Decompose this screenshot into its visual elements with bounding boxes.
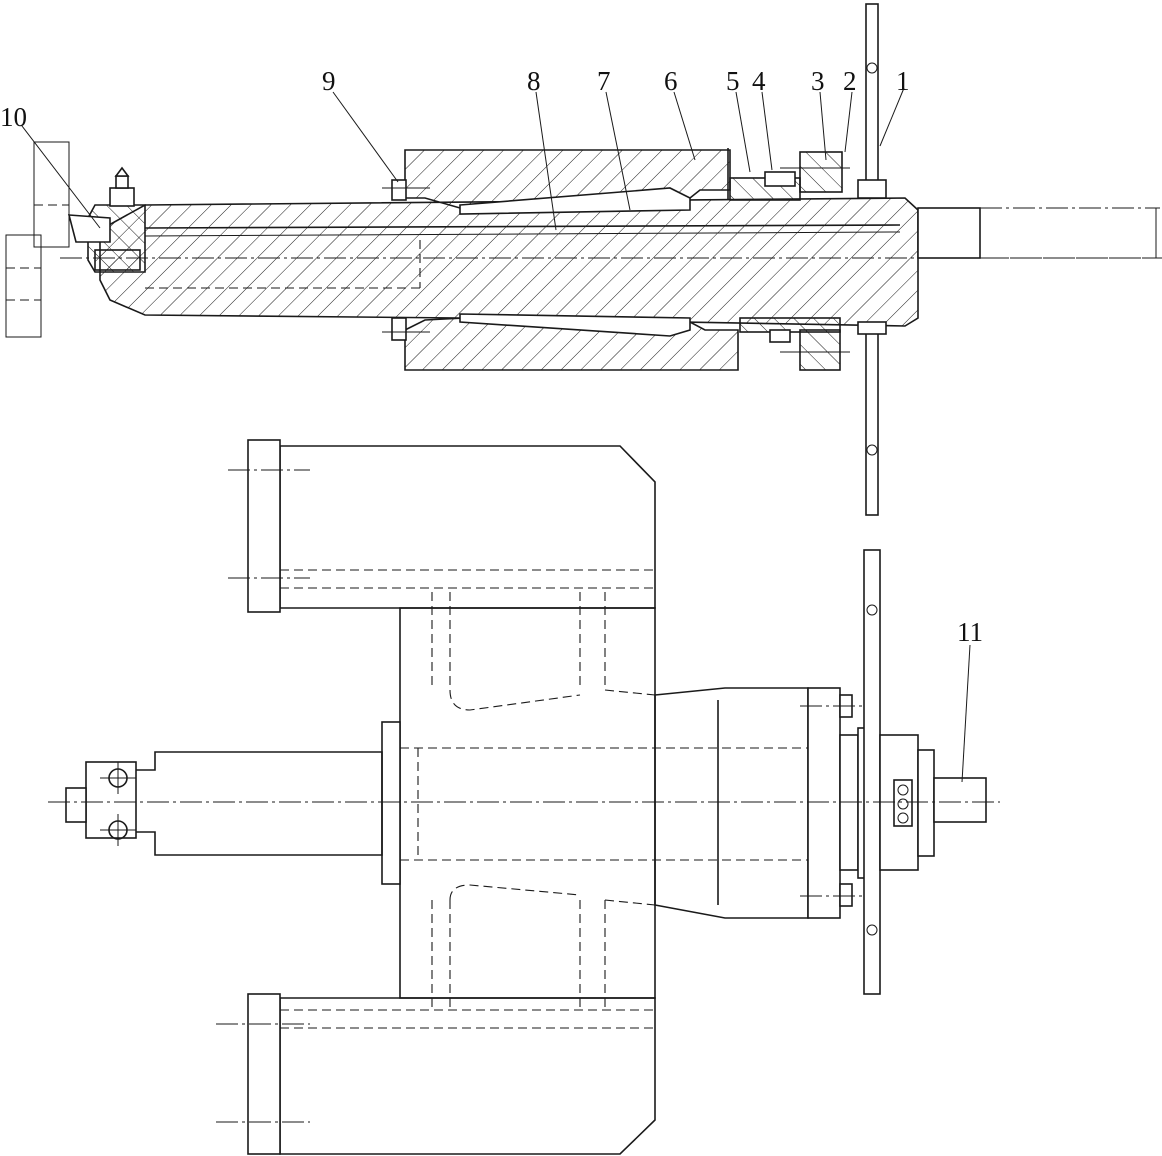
label-2: 2: [843, 66, 857, 96]
end-cap-lower: [799, 329, 841, 371]
bearing-cone: [654, 687, 809, 919]
upper-bracket: [279, 445, 656, 609]
output-shaft-right: [917, 207, 981, 259]
output-shaft: [933, 777, 987, 823]
label-9: 9: [322, 66, 336, 96]
label-10: 10: [0, 102, 27, 132]
label-6: 6: [664, 66, 678, 96]
plan-view: [48, 439, 1000, 1155]
label-11: 11: [957, 617, 983, 647]
handwheel-spoke-lower: [865, 329, 879, 516]
label-1: 1: [896, 66, 910, 96]
label-4: 4: [752, 66, 766, 96]
end-cap-upper: [799, 151, 843, 193]
cutter-wheel: [5, 141, 70, 338]
label-3: 3: [811, 66, 825, 96]
section-view: [5, 3, 1162, 516]
label-7: 7: [597, 66, 611, 96]
taper-sleeve-lower: [459, 313, 691, 337]
label-5: 5: [726, 66, 740, 96]
tool-arm: [134, 751, 383, 856]
part-labels: 1 2 3 4 5 6 7 8 9 10 11: [0, 66, 983, 783]
cutting-tool: [67, 214, 111, 243]
central-housing: [399, 607, 656, 999]
taper-sleeve-upper: [459, 187, 691, 215]
label-8: 8: [527, 66, 541, 96]
spindle-shaft: [99, 197, 919, 327]
handwheel-rim: [863, 549, 881, 995]
handwheel-spoke-upper: [865, 3, 879, 191]
lower-bracket: [279, 997, 656, 1155]
